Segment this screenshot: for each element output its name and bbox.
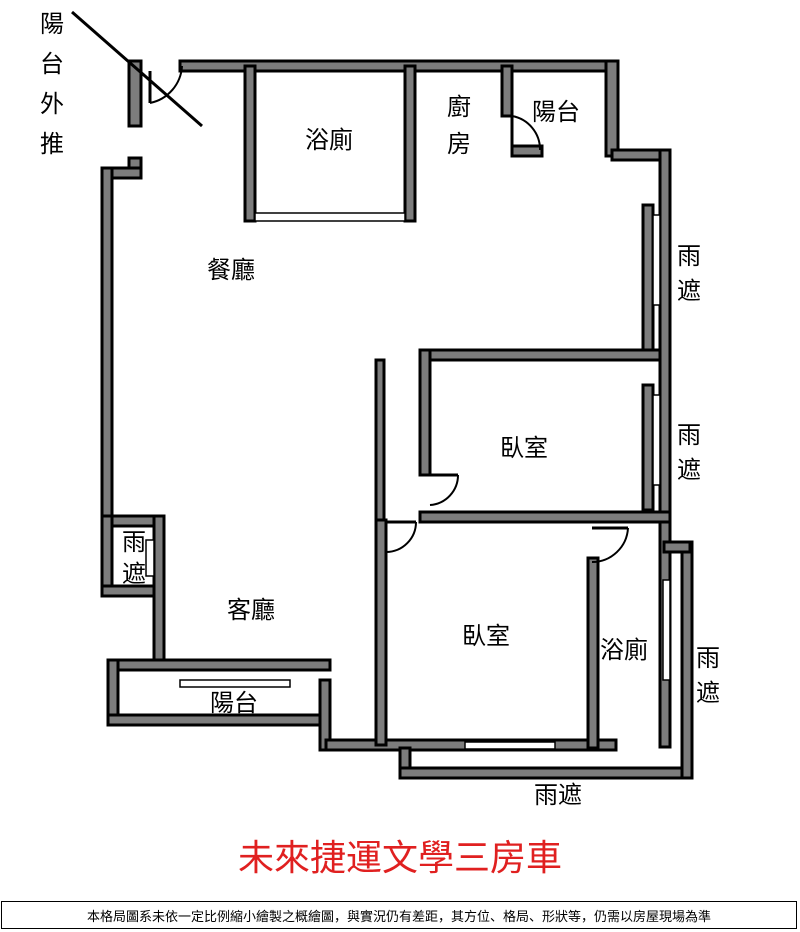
doors [148, 65, 629, 564]
disclaimer-text: 本格局圖系未依一定比例縮小繪製之概繪圖，與實況仍有差距，其方位、格局、形狀等，仍… [86, 909, 711, 925]
label-bathroom-top: 浴廁 [305, 126, 353, 154]
label-rain-shelter-left-char-1: 雨 [122, 528, 146, 556]
label-rain-shelter-r2-char-2: 遮 [677, 456, 701, 484]
label-bedroom-1: 臥室 [500, 434, 548, 462]
label-bathroom-bottom: 浴廁 [600, 636, 648, 664]
disclaimer-box: 本格局圖系未依一定比例縮小繪製之概繪圖，與實況仍有差距，其方位、格局、形狀等，仍… [1, 901, 797, 929]
label-rain-shelter-r1-char-2: 遮 [677, 277, 701, 305]
balcony-push-char-1: 陽 [40, 10, 64, 38]
room-labels: 陽 台 外 推 浴廁 廚 房 陽台 餐廳 雨 遮 臥室 雨 遮 雨 遮 客廳 臥… [40, 10, 720, 809]
label-bedroom-2: 臥室 [462, 622, 510, 650]
balcony-push-char-2: 台 [40, 50, 64, 78]
label-rain-shelter-r1-char-1: 雨 [677, 242, 701, 270]
label-kitchen-char-1: 廚 [447, 93, 471, 121]
label-balcony-bottom: 陽台 [210, 689, 258, 717]
label-rain-shelter-bottom: 雨遮 [534, 781, 582, 809]
plan-title: 未來捷運文學三房車 [238, 838, 562, 879]
windows [145, 212, 671, 750]
label-rain-shelter-r3-char-1: 雨 [696, 644, 720, 672]
label-rain-shelter-r2-char-1: 雨 [677, 421, 701, 449]
label-rain-shelter-left-char-2: 遮 [122, 560, 146, 588]
walls [100, 59, 694, 780]
label-rain-shelter-r3-char-2: 遮 [696, 679, 720, 707]
balcony-push-pointer [71, 10, 203, 128]
balcony-push-char-3: 外 [40, 90, 64, 118]
label-kitchen-char-2: 房 [447, 130, 471, 158]
label-dining-room: 餐廳 [207, 256, 255, 284]
balcony-push-char-4: 推 [40, 130, 64, 158]
label-balcony-top: 陽台 [532, 98, 580, 126]
label-living-room: 客廳 [227, 596, 275, 624]
